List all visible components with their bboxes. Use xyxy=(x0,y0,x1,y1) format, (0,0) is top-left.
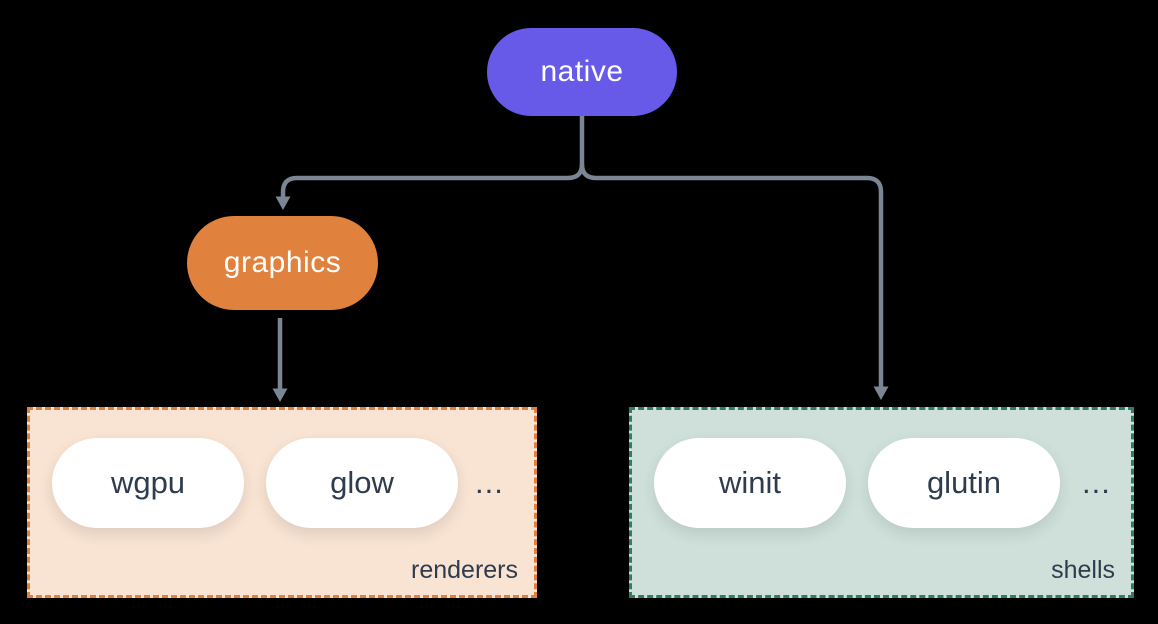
node-native: native xyxy=(487,28,677,116)
item-glow: glow xyxy=(266,438,458,528)
edge-native-shells xyxy=(579,163,884,387)
group-renderers: wgpu glow ... renderers xyxy=(27,407,537,598)
item-wgpu: wgpu xyxy=(52,438,244,528)
group-shells: winit glutin ... shells xyxy=(629,407,1134,598)
item-glutin: glutin xyxy=(868,438,1060,528)
shells-group-label: shells xyxy=(1051,556,1115,584)
arrowhead-into-renderers xyxy=(272,388,288,402)
arrowhead-into-shells xyxy=(873,386,889,400)
node-graphics: graphics xyxy=(187,216,378,310)
arrowhead-into-graphics xyxy=(275,196,291,210)
renderers-ellipsis: ... xyxy=(475,465,504,500)
renderers-group-label: renderers xyxy=(411,556,518,584)
item-winit: winit xyxy=(654,438,846,528)
edge-native-graphics xyxy=(280,116,585,197)
shells-ellipsis: ... xyxy=(1082,465,1111,500)
